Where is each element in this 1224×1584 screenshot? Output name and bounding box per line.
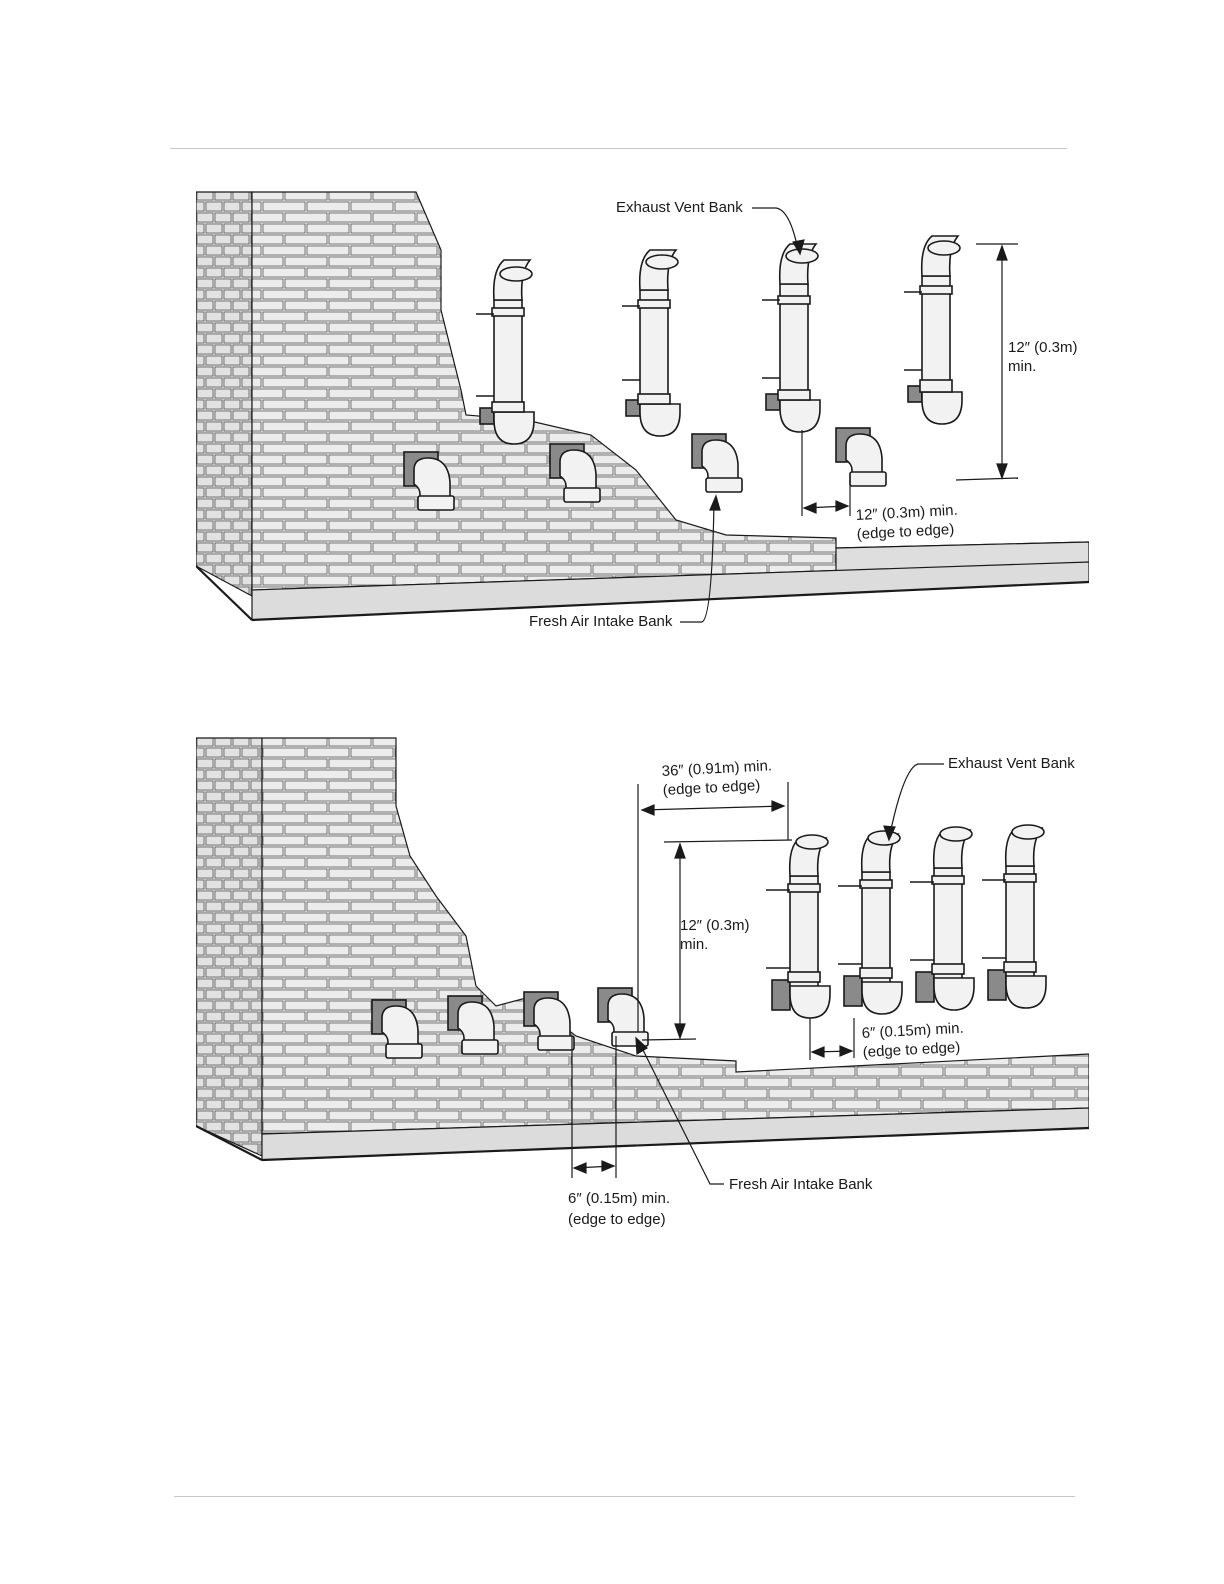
bottom-rule (174, 1496, 1075, 1497)
intake-spacing-dim-label: 6″ (0.15m) min. (edge to edge) (568, 1190, 674, 1228)
exhaust-spacing-line-2: (edge to edge) (862, 1039, 960, 1061)
top-dim-line-2: (edge to edge) (662, 777, 760, 799)
figure-1-wall-vent-diagram: Exhaust Vent Bank Fresh Air Intake Bank … (196, 190, 1089, 632)
exhaust-vent-4 (982, 825, 1046, 1008)
wall-side (196, 192, 252, 596)
exhaust-vent-1 (766, 835, 830, 1018)
exhaust-vent-1 (476, 260, 534, 444)
intake-bank-label: Fresh Air Intake Bank (729, 1176, 873, 1193)
exhaust-vent-3 (910, 827, 974, 1010)
vertical-dim-line-1: 12″ (0.3m) (1008, 339, 1078, 356)
figure-2-wall-vent-diagram: Exhaust Vent Bank Fresh Air Intake Bank … (196, 736, 1089, 1236)
top-dim-label: 36″ (0.91m) min. (edge to edge) (661, 757, 777, 799)
intake-elbow-3 (692, 434, 742, 492)
exhaust-vent-2 (838, 831, 902, 1014)
exhaust-vent-bank-label: Exhaust Vent Bank (616, 199, 743, 216)
exhaust-vent-4 (904, 236, 962, 424)
intake-elbow-4 (836, 428, 886, 486)
intake-spacing-line-1: 6″ (0.15m) min. (568, 1190, 670, 1207)
vertical-dim-label: 12″ (0.3m) min. (680, 917, 754, 953)
wall-side (196, 738, 262, 1156)
exhaust-vent-bank-label: Exhaust Vent Bank (948, 755, 1075, 772)
vertical-dim-line-2: min. (1008, 358, 1036, 375)
horizontal-dim-line-2: (edge to edge) (856, 521, 954, 543)
vertical-dim-label: 12″ (0.3m) min. (1008, 339, 1082, 375)
vertical-dim-line-2: min. (680, 936, 708, 953)
intake-elbow-4 (598, 988, 648, 1046)
intake-spacing-line-2: (edge to edge) (568, 1211, 666, 1228)
intake-bank-label: Fresh Air Intake Bank (529, 613, 673, 630)
top-rule (170, 148, 1067, 149)
horizontal-dim-label: 12″ (0.3m) min. (edge to edge) (855, 501, 963, 543)
exhaust-vent-bank (766, 825, 1046, 1018)
exhaust-spacing-dim-label: 6″ (0.15m) min. (edge to edge) (861, 1019, 969, 1061)
vertical-dim-line-1: 12″ (0.3m) (680, 917, 750, 934)
exhaust-vent-bank (476, 236, 962, 444)
exhaust-vent-2 (622, 250, 680, 436)
exhaust-vent-3 (762, 244, 820, 432)
